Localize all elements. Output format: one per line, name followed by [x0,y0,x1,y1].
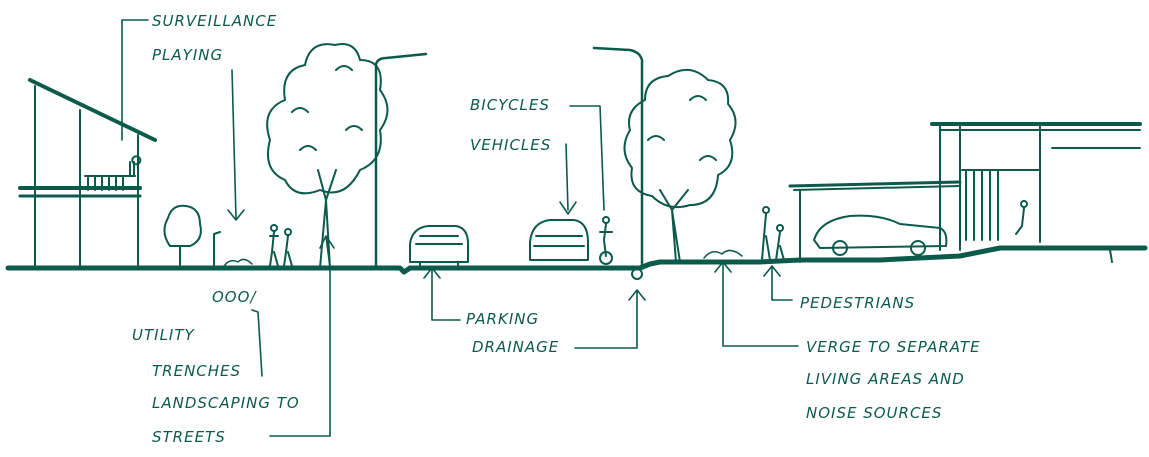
label-utility: Utility [132,326,196,344]
label-trenches: Trenches [152,362,241,380]
label-streets: Streets [152,428,226,446]
label-parking: Parking [466,310,539,328]
label-bicycles: Bicycles [470,96,550,114]
label-pedestrians: Pedestrians [800,294,915,312]
moving-car [530,220,588,260]
bush-right [704,250,742,258]
bush-left [224,259,252,266]
label-verge: Verge to separate [806,338,981,356]
label-surveillance: Surveillance [152,12,277,30]
right-house [932,124,1140,262]
post [214,232,220,268]
pedestrians-right [762,207,784,260]
label-vehicles: Vehicles [470,136,551,154]
carport [790,182,960,262]
left-house [20,80,155,268]
people-left [270,225,292,266]
label-noise: Noise sources [806,404,942,422]
utility-pipes-symbol: ooo/ [212,288,257,306]
label-drainage: Drainage [472,338,559,356]
cyclist [600,217,612,264]
street-light-left [376,54,426,268]
small-tree [164,206,200,268]
label-playing: Playing [152,46,223,64]
label-living: Living areas and [806,370,965,388]
parked-car [410,226,468,268]
label-landscaping: Landscaping to [152,394,300,412]
